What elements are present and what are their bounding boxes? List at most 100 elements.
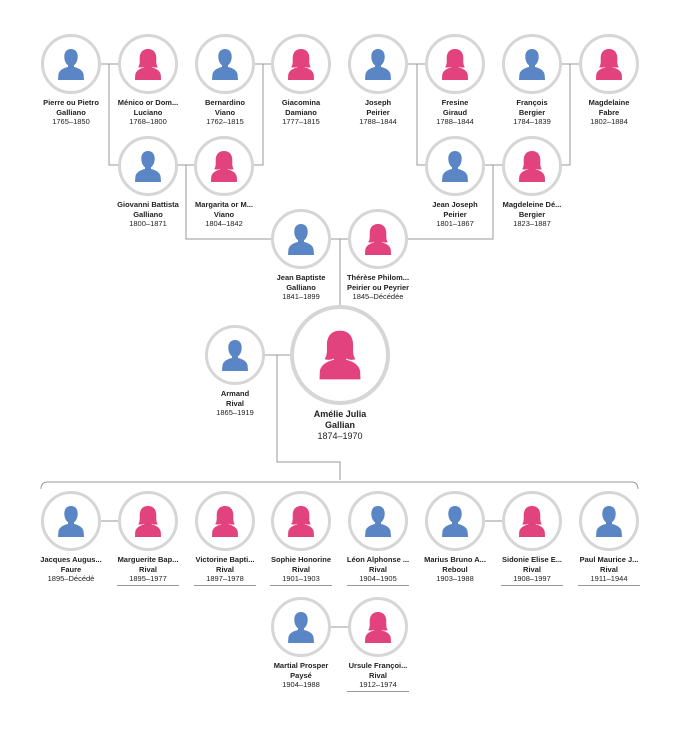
male-silhouette-icon [288, 224, 314, 255]
person-dates: 1800–1871 [129, 219, 167, 228]
person-dates: 1895–1977 [117, 574, 179, 586]
male-silhouette-icon [365, 506, 391, 537]
person-dates: 1784–1839 [513, 117, 551, 126]
male-silhouette-icon [442, 506, 468, 537]
male-silhouette-icon [58, 506, 84, 537]
avatar-victorine [195, 491, 255, 551]
person-name-line2: Gallian [324, 420, 355, 430]
person-dates: 1904–1988 [282, 680, 320, 689]
person-name-line2: Galliano [286, 282, 316, 292]
person-dates: 1903–1988 [436, 574, 474, 583]
person-name-line1: Jacques Augus... [40, 555, 102, 564]
avatar-giovanni [118, 136, 178, 196]
person-dates: 1897–1978 [194, 574, 256, 586]
person-dates: 1912–1974 [347, 680, 409, 692]
person-dates: 1904–1905 [347, 574, 409, 586]
person-name-line1: Ursule Françoi... [348, 661, 408, 670]
person-name-line1: Thérèse Philom... [346, 273, 410, 282]
avatar-amelie [290, 305, 390, 405]
avatar-paul [579, 491, 639, 551]
male-silhouette-icon [222, 340, 248, 371]
female-silhouette-icon [211, 151, 237, 182]
avatar-marius [425, 491, 485, 551]
avatar-magdeleine [502, 136, 562, 196]
person-name-line2: Galliano [133, 209, 163, 219]
male-silhouette-icon [519, 49, 545, 80]
person-name-line2: Rival [226, 398, 244, 408]
person-name-line1: Pierre ou Pietro [43, 98, 99, 107]
person-dates: 1908–1997 [501, 574, 563, 586]
person-name-line1: Victorine Bapti... [195, 555, 255, 564]
person-dates: 1874–1970 [317, 431, 363, 441]
person-name-line2: Rival [523, 564, 541, 574]
female-silhouette-icon [288, 506, 314, 537]
person-name-line1: Jean Baptiste [276, 273, 326, 282]
person-dates: 1777–1815 [282, 117, 320, 126]
female-silhouette-icon [365, 224, 391, 255]
person-dates: 1801–1867 [436, 219, 474, 228]
person-dates: 1788–1844 [359, 117, 397, 126]
avatar-jeanjoseph [425, 136, 485, 196]
person-name-line2: Peirier [443, 209, 467, 219]
person-name-line1: Sidonie Elise E... [501, 555, 563, 564]
person-name-line1: Armand [220, 389, 250, 398]
person-name-line2: Rival [139, 564, 157, 574]
female-silhouette-icon [212, 506, 238, 537]
male-silhouette-icon [442, 151, 468, 182]
person-name-line2: Bergier [518, 209, 546, 219]
avatar-giacomina [271, 34, 331, 94]
person-name-line1: François [516, 98, 548, 107]
avatar-marguerite [118, 491, 178, 551]
female-silhouette-icon [319, 330, 361, 380]
person-name-line1: Magdeleine Dé... [502, 200, 562, 209]
person-name-line1: Martial Prosper [273, 661, 329, 670]
person-name-line2: Paysé [290, 670, 312, 680]
person-name-line2: Peirier [366, 107, 390, 117]
avatar-fresine [425, 34, 485, 94]
avatar-sidonie [502, 491, 562, 551]
person-dates: 1802–1884 [590, 117, 628, 126]
person-dates: 1768–1800 [129, 117, 167, 126]
male-silhouette-icon [365, 49, 391, 80]
avatar-armand [205, 325, 265, 385]
person-dates: 1841–1899 [282, 292, 320, 301]
person-name-line1: Joseph [364, 98, 392, 107]
person-dates: 1911–1944 [578, 574, 640, 586]
person-name-line1: Giovanni Battista [117, 200, 179, 209]
avatar-sophie [271, 491, 331, 551]
female-silhouette-icon [288, 49, 314, 80]
person-name-line1: Giacomina [281, 98, 321, 107]
male-silhouette-icon [288, 612, 314, 643]
person-name-line1: Paul Maurice J... [579, 555, 639, 564]
person-name-line1: Jean Joseph [432, 200, 478, 209]
person-dates: 1845–Décédée [352, 292, 404, 301]
person-name-line2: Rival [369, 564, 387, 574]
person-dates: 1765–1850 [52, 117, 90, 126]
avatar-joseph [348, 34, 408, 94]
person-name-line2: Luciano [133, 107, 163, 117]
person-name-line2: Rival [292, 564, 310, 574]
person-name-line1: Bernardino [204, 98, 245, 107]
person-name-line1: Marius Bruno A... [424, 555, 486, 564]
person-name-line1: Margarita or M... [195, 200, 253, 209]
male-silhouette-icon [596, 506, 622, 537]
person-name-line1: Magdelaine [588, 98, 630, 107]
person-dates: 1901–1903 [270, 574, 332, 586]
female-silhouette-icon [442, 49, 468, 80]
person-name-line1: Fresine [441, 98, 469, 107]
person-name-line1: Marguerite Bap... [117, 555, 179, 564]
person-name-line1: Léon Alphonse ... [346, 555, 410, 564]
avatar-magdelaine [579, 34, 639, 94]
person-dates: 1895–Décédé [47, 574, 95, 583]
person-name-line2: Rival [369, 670, 387, 680]
person-name-line1: Sophie Honorine [271, 555, 331, 564]
person-name-line2: Bergier [518, 107, 546, 117]
avatar-pierre [41, 34, 101, 94]
person-name-line1: Amélie Julia [313, 409, 367, 419]
person-name-line2: Rival [600, 564, 618, 574]
person-name-line2: Viano [213, 209, 235, 219]
person-name-line2: Fabre [598, 107, 620, 117]
male-silhouette-icon [135, 151, 161, 182]
avatar-margarita [194, 136, 254, 196]
person-dates: 1865–1919 [216, 408, 254, 417]
